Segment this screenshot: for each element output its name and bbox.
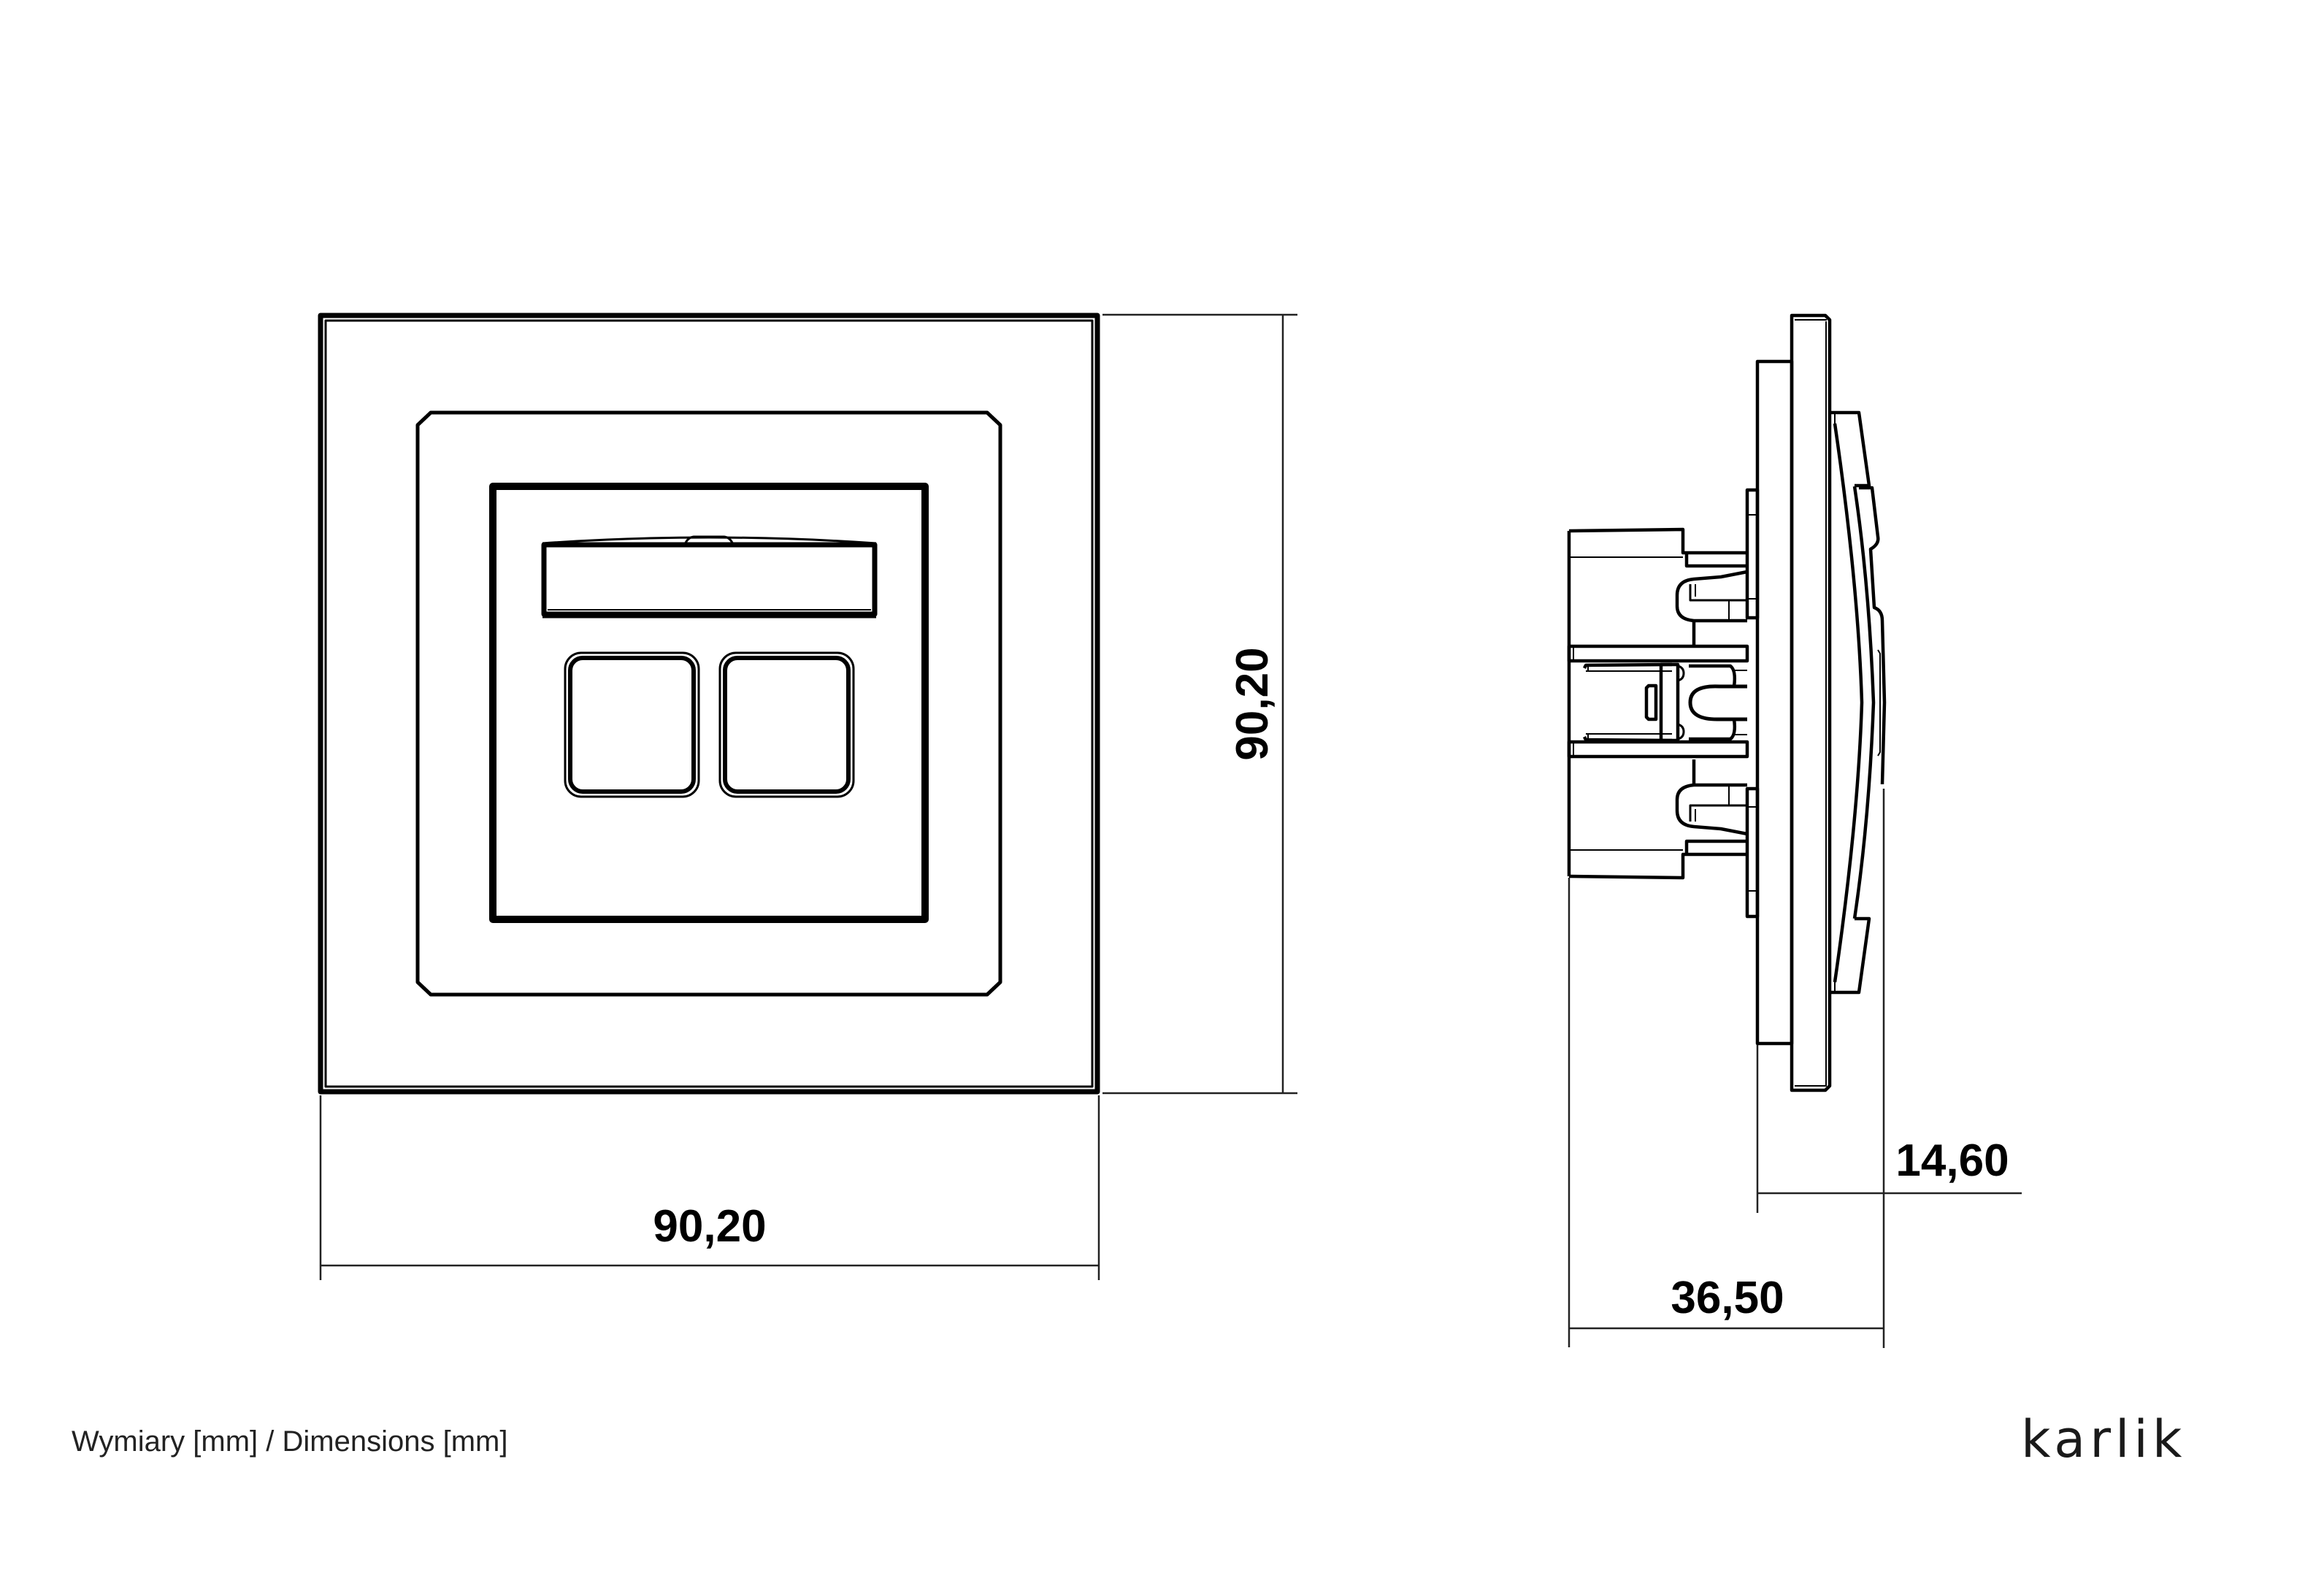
module-face <box>489 483 929 923</box>
front-view <box>318 313 1100 1095</box>
side-module-cover <box>1830 410 1887 995</box>
label-strip <box>541 535 878 619</box>
outer-frame <box>318 313 1100 1095</box>
brand-logo: karlik <box>2021 1409 2187 1469</box>
front-dimensions <box>319 313 1297 1280</box>
dimensions-caption: Wymiary [mm] / Dimensions [mm] <box>72 1425 508 1458</box>
chamfered-frame <box>415 410 1002 997</box>
side-back-box <box>1567 527 1749 880</box>
side-view <box>1567 313 1887 1092</box>
side-protrusion-dimension-label: 14,60 <box>1895 1136 2009 1186</box>
side-step-plate <box>1755 359 1794 1046</box>
front-width-dimension-label: 90,20 <box>653 1201 766 1252</box>
side-frame-plate <box>1790 313 1832 1092</box>
side-dimensions <box>1568 789 2022 1348</box>
port-left <box>564 651 700 798</box>
side-tab-bottom <box>1745 786 1760 919</box>
side-depth-dimension-label: 36,50 <box>1671 1273 1784 1323</box>
port-right <box>718 651 855 798</box>
outer-frame-inner-edge <box>324 319 1094 1088</box>
front-height-dimension-label: 90,20 <box>1227 647 1278 760</box>
